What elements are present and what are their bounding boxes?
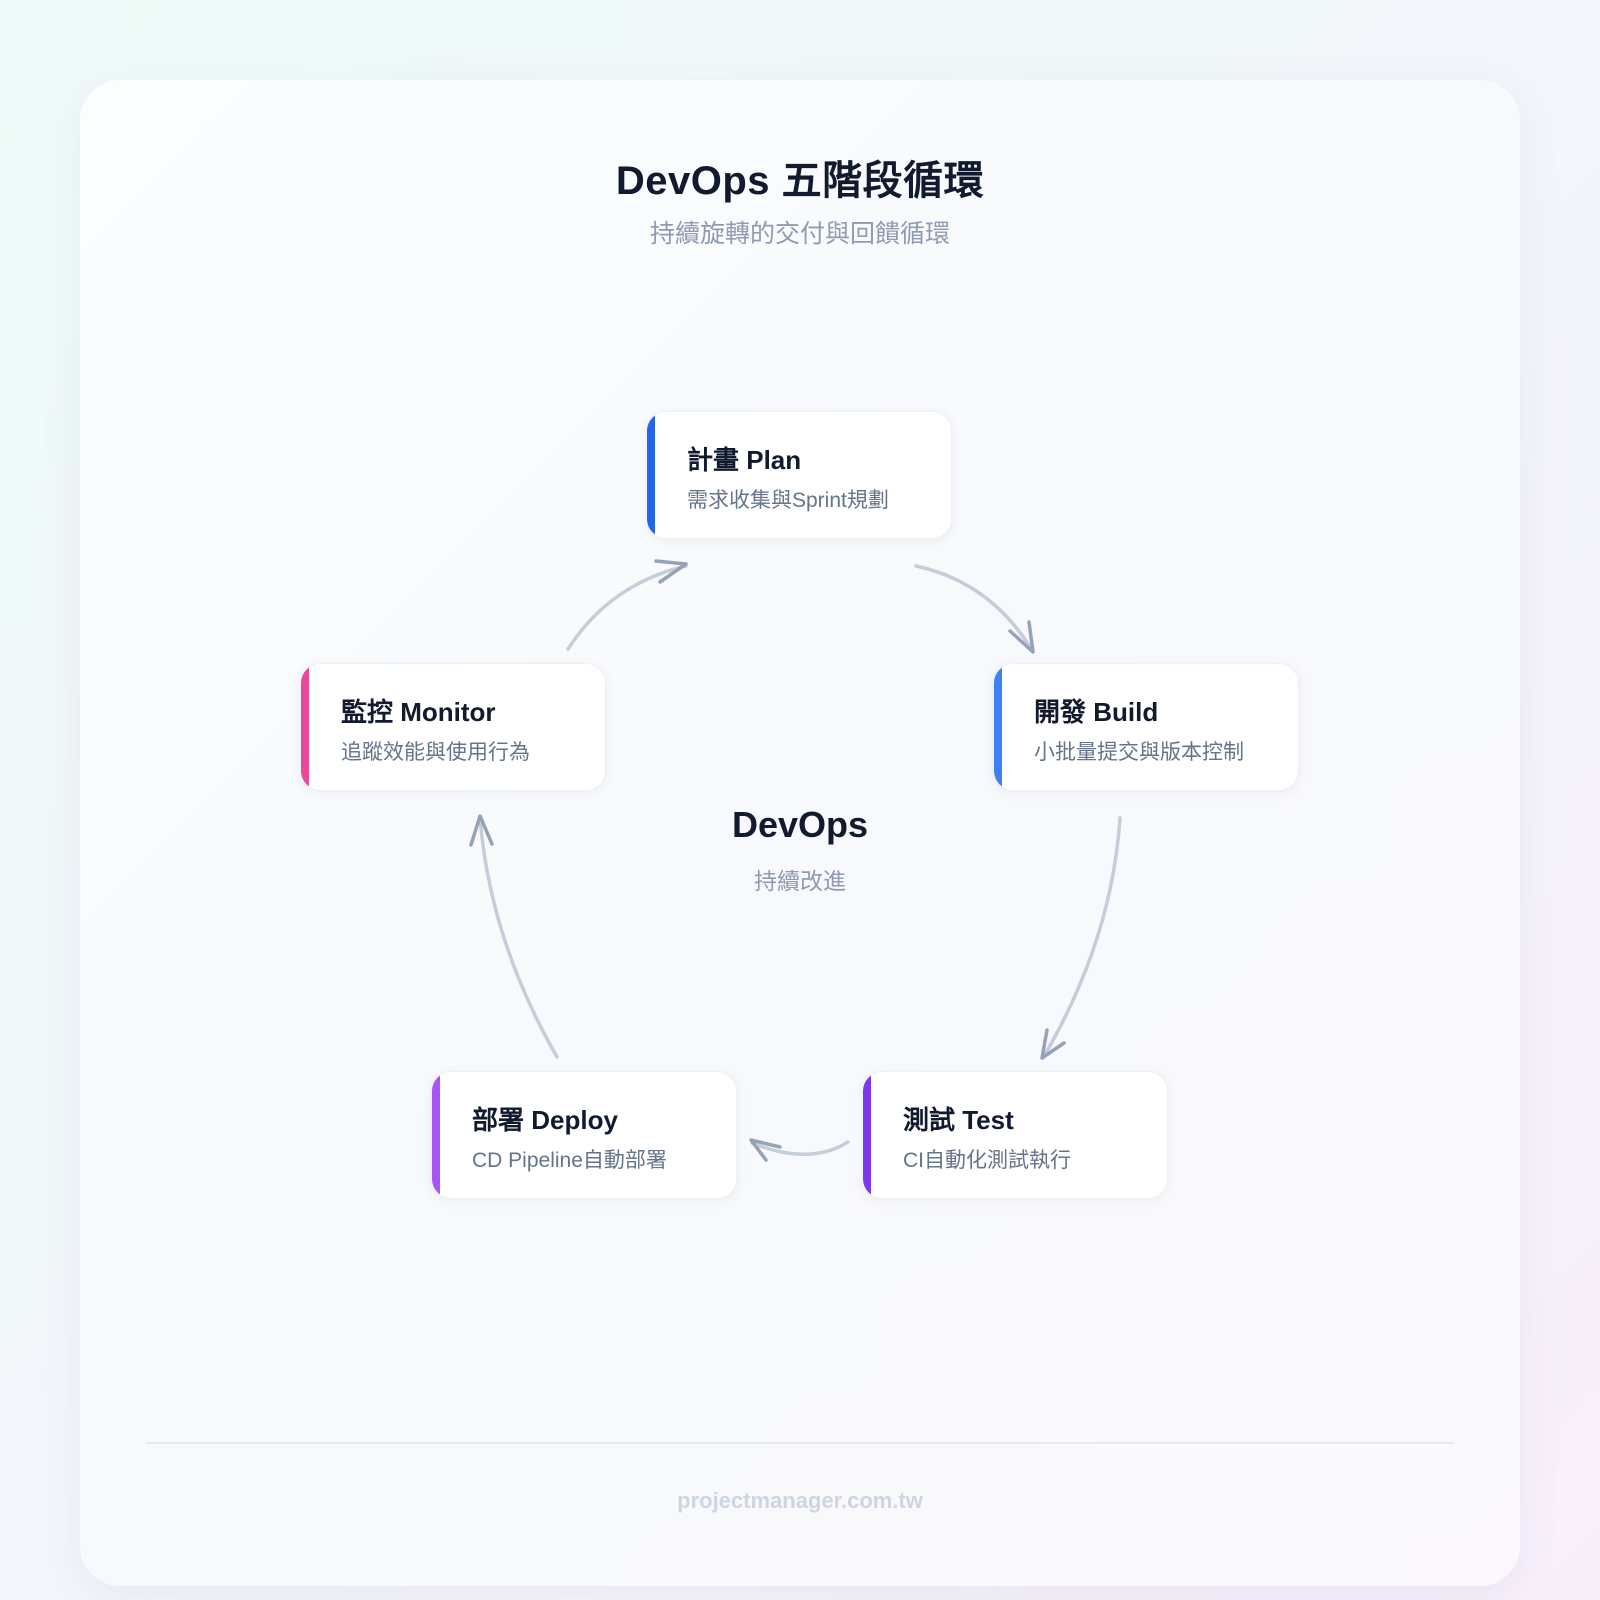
stage-accent-bar (432, 1072, 440, 1198)
stage-accent-bar (301, 664, 309, 790)
stage-title: 部署 Deploy (472, 1105, 618, 1135)
stage-accent-bar (994, 664, 1002, 790)
arrow-plan-to-build (914, 564, 1035, 654)
center-sublabel: 持續改進 (754, 868, 846, 894)
stage-card-monitor[interactable]: 監控 Monitor 追蹤效能與使用行為 (300, 663, 606, 791)
stage-description: 需求收集與Sprint規劃 (687, 489, 889, 512)
arrow-monitor-to-plan (566, 559, 688, 651)
stage-card-deploy[interactable]: 部署 Deploy CD Pipeline自動部署 (431, 1071, 737, 1199)
stage-description: 小批量提交與版本控制 (1034, 741, 1244, 764)
stage-title: 測試 Test (903, 1105, 1014, 1135)
arrow-test-to-deploy (749, 1138, 850, 1162)
diagram-panel (80, 80, 1520, 1586)
page-subtitle: 持續旋轉的交付與回饋循環 (649, 220, 950, 248)
stage-title: 計畫 Plan (687, 445, 802, 475)
footer-divider (146, 1442, 1454, 1444)
arrow-build-to-test (1040, 816, 1122, 1060)
stage-card-build[interactable]: 開發 Build 小批量提交與版本控制 (993, 663, 1299, 791)
stage-card-plan[interactable]: 計畫 Plan 需求收集與Sprint規劃 (646, 411, 952, 539)
stage-description: CI自動化測試執行 (903, 1149, 1071, 1172)
page-title: DevOps 五階段循環 (615, 159, 985, 203)
stage-card-test[interactable]: 測試 Test CI自動化測試執行 (862, 1071, 1168, 1199)
stage-title: 監控 Monitor (341, 697, 496, 727)
footer-source: projectmanager.com.tw (677, 1488, 923, 1513)
arrow-deploy-to-monitor (469, 814, 559, 1059)
stage-accent-bar (863, 1072, 871, 1198)
stage-accent-bar (647, 412, 655, 538)
stage-description: CD Pipeline自動部署 (472, 1149, 667, 1172)
stage-title: 開發 Build (1034, 697, 1159, 727)
stage-description: 追蹤效能與使用行為 (341, 741, 530, 764)
center-label: DevOps (731, 804, 869, 845)
